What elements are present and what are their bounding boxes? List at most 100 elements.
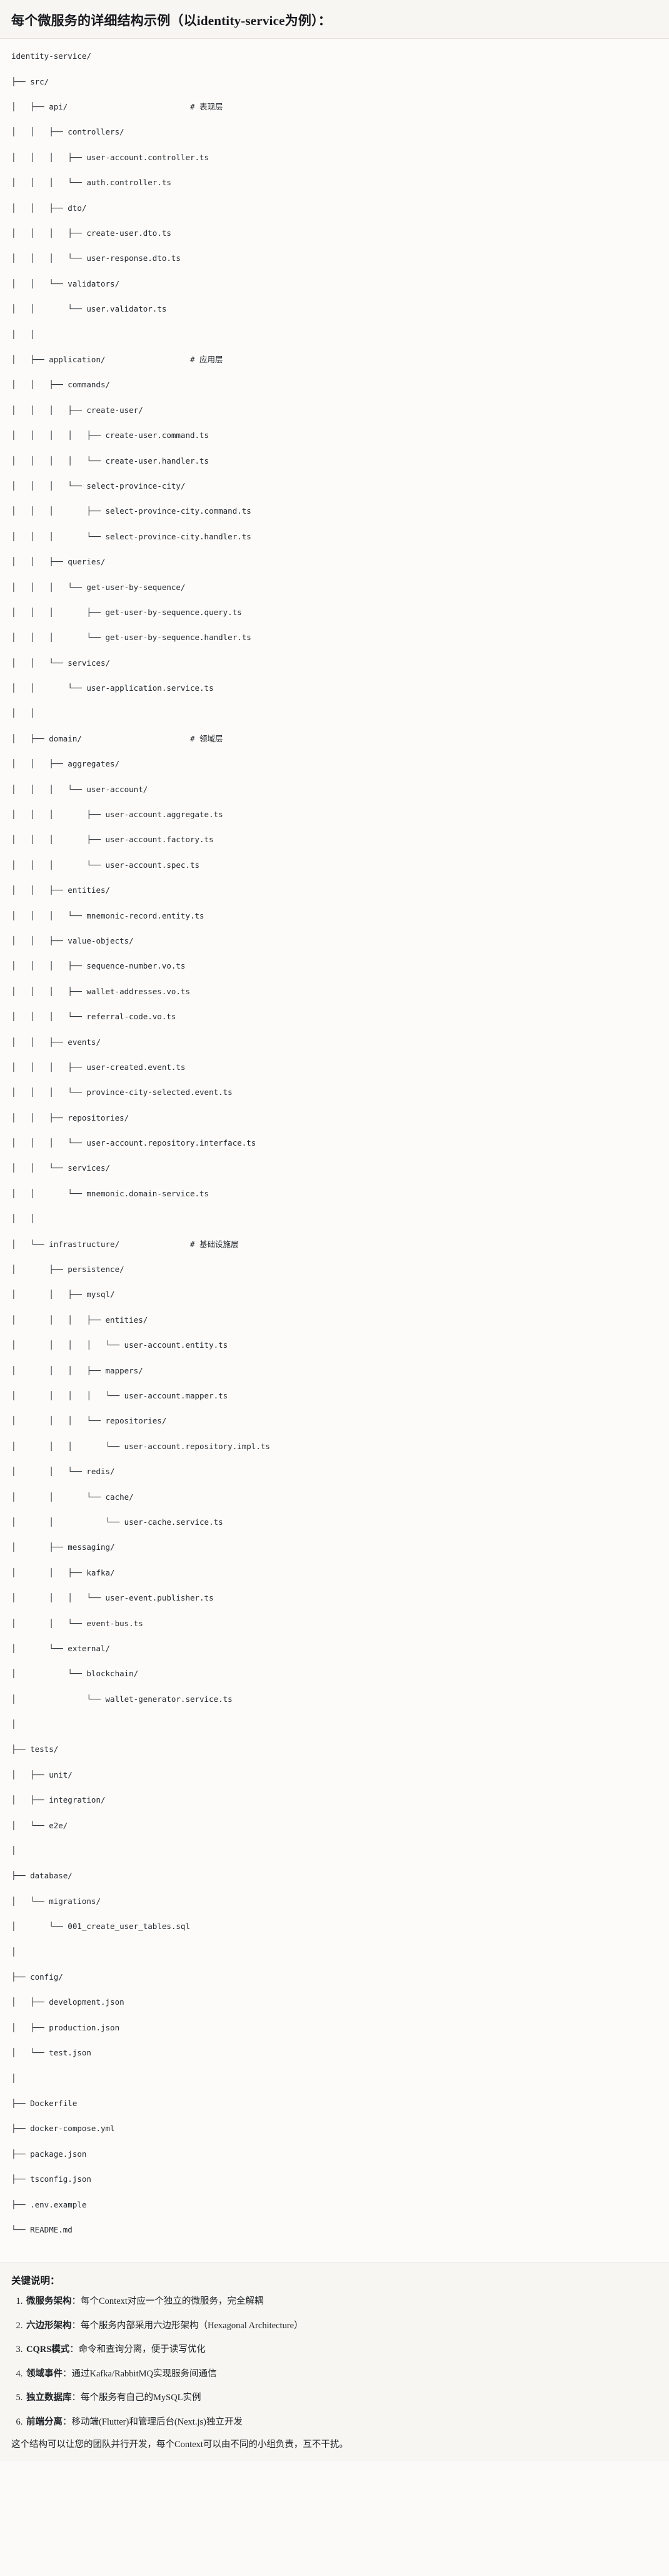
tree-path: │ │ └── user-cache.service.ts [11, 1517, 223, 1527]
tree-line: │ │ │ └── select-province-city/ [11, 480, 658, 492]
closing-paragraph: 这个结构可以让您的团队并行开发，每个Context可以由不同的小组负责，互不干扰… [11, 2440, 348, 2450]
tree-path: │ │ └── cache/ [11, 1492, 134, 1502]
tree-path: │ │ │ └── get-user-by-sequence.handler.t… [11, 633, 251, 643]
tree-line: │ ├── api/ # 表现层 [11, 101, 658, 113]
tree-comment: # 领域层 [81, 733, 223, 743]
tree-path: │ └── external/ [11, 1643, 111, 1653]
tree-line: │ │ │ └── get-user-by-sequence.handler.t… [11, 631, 658, 644]
tree-path: │ [11, 1846, 16, 1856]
tree-line: │ ├── integration/ [11, 1794, 658, 1806]
tree-path: │ │ │ ├── entities/ [11, 1315, 148, 1325]
tree-line: ├── config/ [11, 1971, 658, 1983]
tree-line: │ │ ├── entities/ [11, 884, 658, 897]
tree-line: │ │ │ ├── wallet-addresses.vo.ts [11, 985, 658, 998]
tree-line: ├── src/ [11, 76, 658, 88]
tree-line: │ │ ├── value-objects/ [11, 935, 658, 947]
tree-path: │ │ │ └── user-account.spec.ts [11, 860, 200, 870]
tree-path: │ ├── api/ [11, 102, 68, 112]
tree-path: │ │ ├── events/ [11, 1037, 101, 1047]
key-note-item: 微服务架构：每个Context对应一个独立的微服务，完全解耦 [25, 2294, 658, 2308]
tree-line: │ └── migrations/ [11, 1895, 658, 1908]
page-title: 每个微服务的详细结构示例（以identity-service为例）： [11, 13, 331, 28]
tree-path: ├── config/ [11, 1972, 63, 1982]
tree-line: │ │ │ ├── mappers/ [11, 1365, 658, 1377]
tree-line: │ │ └── event-bus.ts [11, 1617, 658, 1630]
tree-path: │ │ │ └── select-province-city.handler.t… [11, 531, 251, 541]
tree-line: │ │ │ └── user-account.spec.ts [11, 859, 658, 872]
tree-line: │ │ └── services/ [11, 657, 658, 669]
tree-line: │ └── external/ [11, 1642, 658, 1655]
tree-path: │ │ │ │ └── user-account.entity.ts [11, 1340, 228, 1350]
tree-line: │ │ ├── controllers/ [11, 126, 658, 138]
tree-path: │ └── wallet-generator.service.ts [11, 1694, 233, 1704]
key-note-term: 微服务架构 [26, 2296, 72, 2307]
tree-line: │ ├── development.json [11, 1996, 658, 2008]
tree-line: identity-service/ [11, 50, 658, 63]
tree-line: │ ├── application/ # 应用层 [11, 354, 658, 366]
tree-path: │ │ │ ├── create-user.dto.ts [11, 228, 171, 238]
tree-line: │ │ └── validators/ [11, 278, 658, 290]
tree-path: │ [11, 1947, 16, 1957]
tree-line: │ ├── domain/ # 领域层 [11, 733, 658, 745]
tree-path: │ │ ├── controllers/ [11, 127, 124, 137]
tree-path: ├── tests/ [11, 1744, 59, 1754]
tree-line: │ │ ├── commands/ [11, 379, 658, 391]
key-note-term: 前端分离 [26, 2416, 63, 2427]
key-note-item: CQRS模式：命令和查询分离，便于读写优化 [25, 2343, 658, 2356]
tree-path: │ │ └── user.validator.ts [11, 304, 167, 314]
tree-path: │ │ ├── repositories/ [11, 1112, 129, 1123]
tree-line: │ │ └── user-application.service.ts [11, 682, 658, 695]
tree-line: │ │ │ └── user-account.repository.interf… [11, 1137, 658, 1149]
tree-path: │ │ ├── commands/ [11, 380, 111, 390]
tree-line: │ [11, 1718, 658, 1731]
tree-line: │ │ │ ├── select-province-city.command.t… [11, 505, 658, 517]
tree-path: │ │ │ └── user-account.repository.impl.t… [11, 1441, 270, 1451]
tree-path: │ │ │ └── user-response.dto.ts [11, 253, 181, 263]
tree-path: │ │ │ └── referral-code.vo.ts [11, 1012, 176, 1022]
tree-path: │ │ [11, 1214, 35, 1224]
tree-path: │ ├── development.json [11, 1997, 124, 2007]
key-note-description: 命令和查询分离，便于读写优化 [78, 2344, 206, 2355]
tree-line: │ │ │ └── user-event.publisher.ts [11, 1592, 658, 1604]
key-note-separator: ： [71, 2393, 81, 2403]
tree-path: ├── Dockerfile [11, 2098, 78, 2108]
tree-path: │ │ │ ├── user-created.event.ts [11, 1062, 186, 1072]
tree-line: │ │ └── redis/ [11, 1465, 658, 1478]
tree-line: │ └── test.json [11, 2047, 658, 2059]
key-note-description: 每个Context对应一个独立的微服务，完全解耦 [81, 2296, 264, 2307]
key-note-separator: ： [71, 2320, 81, 2331]
tree-path: ├── package.json [11, 2149, 87, 2159]
tree-path: │ │ │ ├── user-account.factory.ts [11, 835, 214, 845]
tree-path: │ │ └── services/ [11, 658, 111, 668]
tree-line: │ ├── messaging/ [11, 1541, 658, 1554]
tree-line: │ │ │ └── auth.controller.ts [11, 176, 658, 189]
tree-path: │ │ ├── entities/ [11, 885, 111, 895]
tree-path: │ │ [11, 708, 35, 718]
key-note-description: 移动端(Flutter)和管理后台(Next.js)独立开发 [71, 2416, 243, 2427]
tree-path: identity-service/ [11, 51, 91, 61]
tree-path: │ │ ├── queries/ [11, 557, 106, 567]
key-note-term: 独立数据库 [26, 2393, 72, 2403]
tree-line: │ └── infrastructure/ # 基础设施层 [11, 1238, 658, 1251]
tree-line: │ └── 001_create_user_tables.sql [11, 1920, 658, 1933]
tree-path: │ │ │ ├── select-province-city.command.t… [11, 506, 251, 516]
tree-line: │ │ │ └── get-user-by-sequence/ [11, 581, 658, 594]
tree-path: │ │ │ ├── get-user-by-sequence.query.ts [11, 607, 242, 617]
tree-line: ├── database/ [11, 1870, 658, 1882]
tree-path: ├── tsconfig.json [11, 2174, 91, 2184]
key-note-description: 每个服务有自己的MySQL实例 [81, 2393, 201, 2403]
tree-path: ├── src/ [11, 76, 49, 86]
key-note-description: 通过Kafka/RabbitMQ实现服务间通信 [71, 2368, 217, 2379]
key-notes-title: 关键说明： [11, 2276, 60, 2287]
tree-path: │ │ │ │ └── user-account.mapper.ts [11, 1391, 228, 1400]
tree-line: │ │ │ │ └── user-account.entity.ts [11, 1339, 658, 1352]
tree-path: │ │ ├── dto/ [11, 203, 87, 213]
tree-line: │ │ └── user.validator.ts [11, 303, 658, 315]
tree-path: │ │ │ └── auth.controller.ts [11, 178, 171, 188]
tree-path: │ │ └── redis/ [11, 1467, 115, 1477]
tree-line: │ │ [11, 328, 658, 341]
tree-path: │ │ │ ├── mappers/ [11, 1365, 143, 1375]
tree-line: │ │ │ └── user-account/ [11, 783, 658, 796]
tree-line: │ │ [11, 1213, 658, 1225]
key-note-separator: ： [69, 2344, 79, 2355]
